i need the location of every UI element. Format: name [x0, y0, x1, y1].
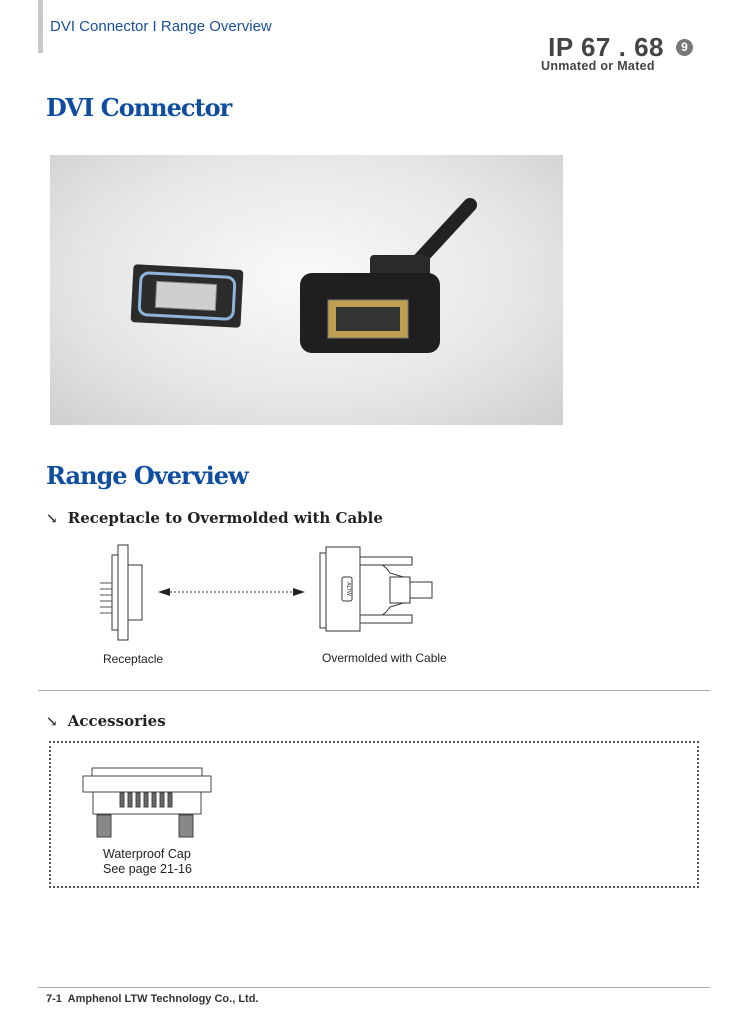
- page-number: 7-1: [46, 993, 62, 1005]
- mating-arrow: [158, 588, 305, 596]
- altw-logo: ALTW: [345, 582, 351, 596]
- overmolded-plug-drawing: ALTW: [319, 546, 433, 632]
- footer-divider: [38, 987, 710, 988]
- section-title: Receptacle to Overmolded with Cable: [67, 509, 383, 527]
- header-accent-bar: [38, 0, 43, 53]
- accessory-label: Waterproof Cap See page 21-16: [103, 847, 192, 877]
- accessories-box: [49, 741, 699, 888]
- receptacle-label: Receptacle: [103, 652, 164, 666]
- ip-rating: IP 67 . 68: [548, 32, 664, 62]
- breadcrumb: DVI Connector I Range Overview: [50, 18, 272, 35]
- ip-subtitle: Unmated or Mated: [541, 59, 655, 73]
- section-title: Accessories: [67, 712, 166, 730]
- cable-plug-photo: [300, 198, 477, 353]
- range-overview-heading: Range Overview: [46, 461, 249, 490]
- product-photo: [50, 155, 563, 425]
- page-title: DVI Connector: [46, 93, 232, 122]
- section-heading-receptacle: ↘ Receptacle to Overmolded with Cable: [46, 509, 383, 527]
- receptacle-photo: [130, 264, 244, 328]
- mating-diagram: ALTW: [100, 544, 433, 641]
- footer: 7-1 Amphenol LTW Technology Co., Ltd.: [46, 993, 258, 1005]
- waterproof-cap-drawing: [82, 767, 212, 838]
- section-heading-accessories: ↘ Accessories: [46, 712, 166, 730]
- receptacle-drawing: [100, 544, 143, 641]
- arrow-icon: ↘: [46, 511, 58, 527]
- accessory-page-ref[interactable]: See page 21-16: [103, 862, 192, 876]
- overmolded-label: Overmolded with Cable: [322, 651, 447, 665]
- company-name: Amphenol LTW Technology Co., Ltd.: [67, 993, 259, 1005]
- divider: [38, 690, 710, 691]
- arrow-icon: ↘: [46, 714, 58, 730]
- ip-badge: 9: [676, 39, 693, 56]
- accessory-name: Waterproof Cap: [103, 847, 191, 861]
